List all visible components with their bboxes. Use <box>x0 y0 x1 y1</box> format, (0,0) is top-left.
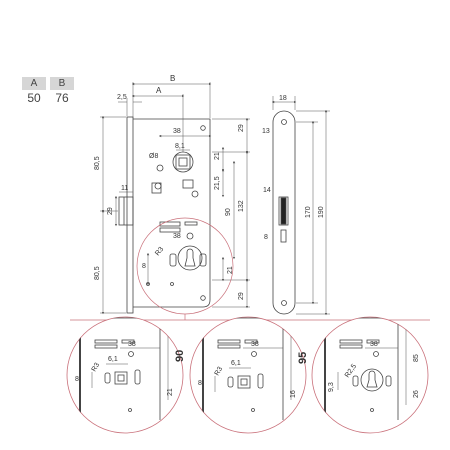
variant-value-a: 50 <box>27 91 41 105</box>
label-b: B <box>170 74 175 83</box>
label-29-left: 29 <box>107 207 114 215</box>
detail-leaders <box>70 217 430 321</box>
label-21-top: 21 <box>214 152 221 160</box>
detail-1-label-8: 8 <box>75 376 79 383</box>
label-8-left: 8 <box>142 263 146 270</box>
detail-2-label-r3: R3 <box>214 366 225 377</box>
label-29-right-bottom: 29 <box>238 292 245 300</box>
cylinder-keyhole <box>184 248 196 267</box>
detail-3-label-38: 38 <box>370 341 378 348</box>
label-2-5: 2,5 <box>117 94 127 101</box>
detail-3-label-9-3: 9,3 <box>328 382 335 392</box>
detail-1-label-38: 38 <box>128 341 136 348</box>
label-a: A <box>156 86 162 95</box>
latch-opening <box>278 196 289 226</box>
detail-2-label-16: 16 <box>290 390 297 398</box>
label-11: 11 <box>121 185 128 192</box>
side-view-dimensions <box>271 96 330 316</box>
detail-2-label-38: 38 <box>251 341 259 348</box>
latch-bolt <box>118 196 134 226</box>
side-view <box>272 110 296 315</box>
faceplate-side-outline <box>272 110 296 315</box>
label-29-right-top: 29 <box>238 124 245 132</box>
detail-1: 38 6,1 R3 8 90 21 <box>66 316 186 434</box>
label-18: 18 <box>279 95 287 102</box>
detail-1-label-21: 21 <box>167 388 174 396</box>
label-13: 13 <box>262 128 270 135</box>
detail-1-label-r3: R3 <box>91 362 102 373</box>
label-132: 132 <box>238 200 245 212</box>
detail-2-label-6-1: 6,1 <box>231 360 241 367</box>
variant-header-b: B <box>50 77 74 90</box>
label-21-5: 21,5 <box>214 176 221 190</box>
detail-3-label-85: 85 <box>413 354 420 362</box>
follower-square <box>175 154 191 170</box>
side-view-labels: 18 13 14 8 170 190 <box>262 95 325 241</box>
detail-2-label-95: 95 <box>297 352 309 364</box>
detail-1-circle <box>66 316 184 434</box>
label-190: 190 <box>318 206 325 218</box>
label-170: 170 <box>305 206 312 218</box>
detail-3: 38 9,3 R2,5 85 26 <box>311 316 429 434</box>
label-90: 90 <box>225 208 232 216</box>
cylinder-ring <box>177 245 203 271</box>
case-outline <box>133 118 211 308</box>
faceplate-outline <box>126 116 134 314</box>
faceplate-hole-bottom <box>281 300 287 306</box>
detail-1-label-90: 90 <box>174 350 186 362</box>
detail-3-circle <box>311 316 429 434</box>
label-38-mid: 38 <box>173 233 181 240</box>
label-r3: R3 <box>154 246 165 257</box>
detail-2-label-8: 8 <box>198 380 202 387</box>
label-80-5-bottom: 80,5 <box>94 266 101 280</box>
front-view-dimensions <box>100 82 250 315</box>
faceplate-hole-top <box>281 119 287 125</box>
variant-header-a: A <box>22 77 46 90</box>
label-14: 14 <box>263 187 271 194</box>
screw-hole-bottom <box>200 295 206 301</box>
variant-table: A B 50 76 <box>22 77 76 106</box>
front-view-labels: B A 2,5 38 8,1 Ø8 21 21,5 80,5 11 29 38 … <box>94 74 245 300</box>
detail-3-label-26: 26 <box>413 390 420 398</box>
detail-2: 38 6,1 R3 8 95 16 <box>189 316 309 434</box>
detail-2-circle <box>189 316 307 434</box>
variant-value-b: 76 <box>55 91 69 105</box>
front-view <box>118 116 211 314</box>
label-21-bottom: 21 <box>227 266 234 274</box>
detail-1-label-6-1: 6,1 <box>108 356 118 363</box>
label-8-1: 8,1 <box>175 143 185 150</box>
screw-hole-top <box>200 125 206 131</box>
label-phi8: Ø8 <box>149 153 158 160</box>
label-8: 8 <box>264 234 268 241</box>
label-38-top: 38 <box>173 128 181 135</box>
label-80-5-top: 80,5 <box>94 156 101 170</box>
